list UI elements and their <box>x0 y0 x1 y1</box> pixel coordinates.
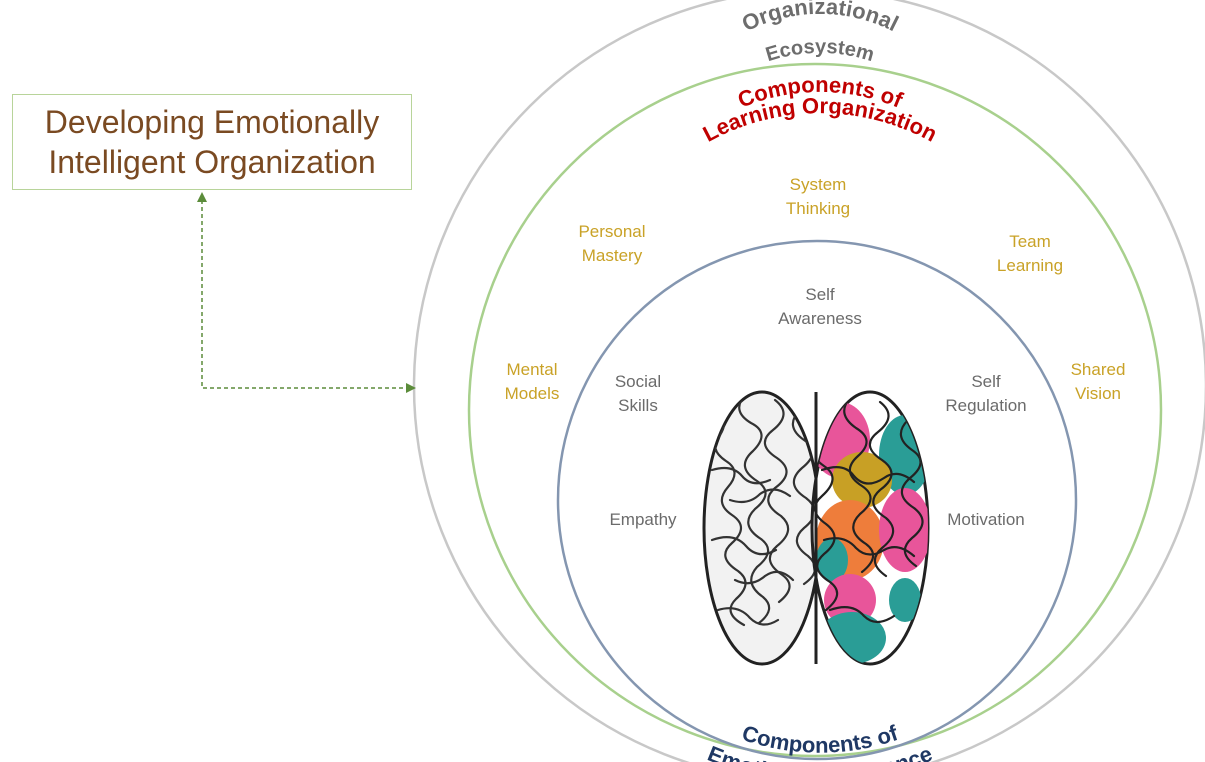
ring-mid-title-line2: Learning Organization <box>699 93 941 147</box>
ring-outer-title-line2: Ecosystem <box>763 36 876 66</box>
label-social-skills: Social Skills <box>614 372 662 415</box>
brain-icon <box>702 390 930 666</box>
diagram-title-line2: Intelligent Organization <box>48 144 376 180</box>
label-system-thinking: System Thinking <box>785 175 851 218</box>
label-self-regulation: Self Regulation <box>945 372 1027 415</box>
diagram-title-line1: Developing Emotionally <box>44 104 380 140</box>
label-personal-mastery: Personal Mastery <box>578 222 646 265</box>
arrowhead-right-icon <box>406 383 416 393</box>
label-empathy: Empathy <box>609 510 677 529</box>
label-shared-vision: Shared Vision <box>1070 360 1126 403</box>
diagram-title-box: Developing Emotionally Intelligent Organ… <box>12 94 412 190</box>
connector-arrow <box>197 192 416 393</box>
ring-organizational-ecosystem <box>412 0 1205 762</box>
label-mental-models: Mental Models <box>504 360 560 403</box>
label-team-learning: Team Learning <box>996 232 1064 275</box>
label-self-awareness: Self Awareness <box>778 285 862 328</box>
arrowhead-up-icon <box>197 192 207 202</box>
label-motivation: Motivation <box>947 510 1025 529</box>
ring-emotional-intelligence <box>556 239 1078 761</box>
ring-outer-title-line1: Organizational <box>738 0 903 36</box>
ring-learning-organization <box>467 62 1163 758</box>
